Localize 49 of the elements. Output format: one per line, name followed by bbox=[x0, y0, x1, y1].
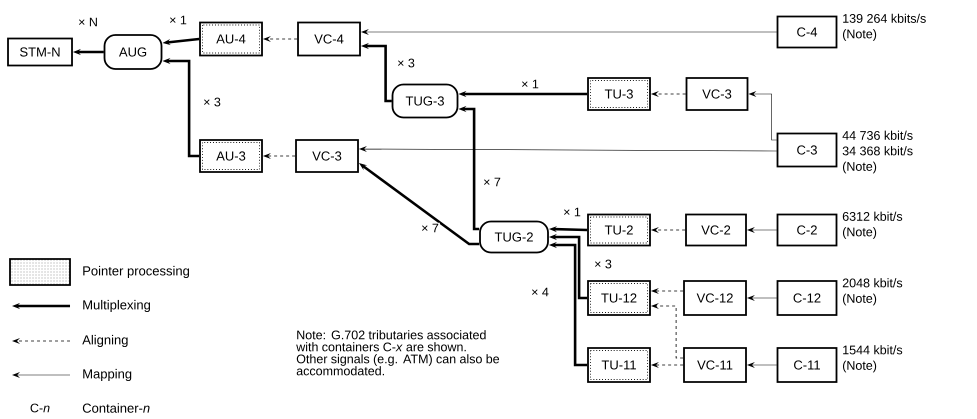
legend-label: Mapping bbox=[83, 368, 132, 382]
group-box: TUG-3 bbox=[392, 84, 458, 118]
legend-label: Pointer processing bbox=[83, 266, 190, 278]
legend-label: Container-n bbox=[82, 403, 150, 413]
multiplier-label: × 3 bbox=[593, 258, 613, 270]
multiplier-label: × 7 bbox=[420, 222, 440, 234]
rate-label: 2048 kbit/s bbox=[842, 278, 902, 288]
legend-label: Aligning bbox=[82, 334, 128, 348]
rate-label: 1544 kbit/s bbox=[843, 345, 902, 354]
rate-label: (Note) bbox=[842, 162, 876, 174]
pointer-box: TU-11 bbox=[587, 347, 651, 383]
process-box: VC-2 bbox=[685, 214, 747, 246]
legend-label: Multiplexing bbox=[83, 300, 150, 312]
process-box: C-3 bbox=[776, 132, 838, 168]
process-box: VC-3 bbox=[295, 139, 359, 173]
rate-label: 44 736 kbit/s bbox=[842, 130, 913, 140]
rate-label: (Note) bbox=[842, 29, 876, 41]
multiplier-label: × 1 bbox=[520, 78, 540, 90]
process-box: STM-N bbox=[7, 38, 73, 66]
rate-label: 6312 kbit/s bbox=[842, 212, 902, 221]
pointer-box: AU-3 bbox=[199, 139, 263, 173]
multiplier-label: × 3 bbox=[202, 96, 222, 108]
multiplier-label: × 4 bbox=[530, 286, 550, 298]
group-box: AUG bbox=[104, 34, 162, 70]
rate-label: (Note) bbox=[842, 227, 876, 239]
process-box: VC-3 bbox=[686, 77, 748, 111]
process-box: VC-12 bbox=[683, 280, 747, 316]
pointer-box: TU-3 bbox=[587, 77, 651, 111]
rate-label: (Note) bbox=[842, 294, 876, 306]
multiplier-label: × 1 bbox=[562, 206, 582, 218]
group-box: TUG-2 bbox=[479, 220, 549, 254]
note-text: Note: G.702 tributaries associated with containers C-x are shown. Other signals (e.g. ATM) can also be accommodated. bbox=[296, 330, 500, 376]
multiplier-label: × 7 bbox=[482, 176, 502, 188]
rate-label: 34 368 kbit/s bbox=[842, 146, 913, 156]
process-box: C-12 bbox=[776, 280, 838, 316]
pointer-box: AU-4 bbox=[199, 22, 263, 56]
process-box: VC-4 bbox=[297, 22, 361, 56]
pointer-box: TU-12 bbox=[587, 280, 651, 316]
legend-symbol: C-n bbox=[30, 404, 50, 412]
process-box: C-4 bbox=[776, 16, 838, 48]
rate-label: 139 264 kbits/s bbox=[843, 14, 926, 23]
multiplier-label: × 3 bbox=[396, 58, 416, 68]
process-box: C-11 bbox=[776, 347, 838, 383]
process-box: C-2 bbox=[776, 214, 838, 246]
multiplier-label: × 1 bbox=[168, 14, 188, 26]
pointer-box: TU-2 bbox=[587, 214, 651, 246]
process-box: VC-11 bbox=[683, 347, 747, 383]
multiplier-label: × N bbox=[77, 16, 99, 28]
rate-label: (Note) bbox=[842, 360, 876, 372]
